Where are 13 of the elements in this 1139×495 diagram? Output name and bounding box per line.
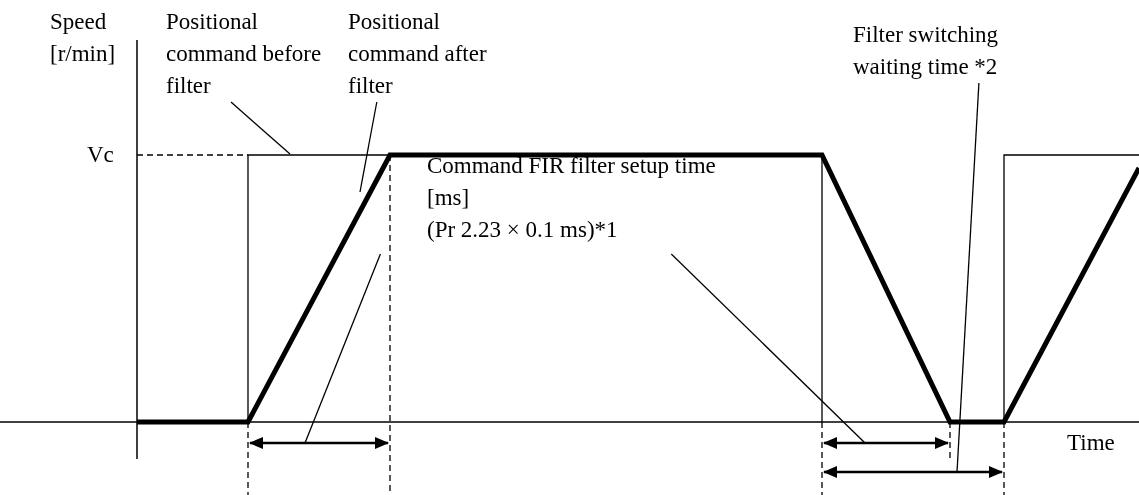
callout-text: (Pr 2.23 × 0.1 ms)*1 <box>427 216 619 244</box>
axis-label: Speed [r/min] <box>50 8 117 68</box>
axis-label: Time <box>1067 429 1116 457</box>
callout-text: Filter switching waiting time *2 <box>853 21 1000 81</box>
leader-line <box>670 253 866 444</box>
callout-text: Positional command before filter <box>166 8 323 100</box>
leader-line <box>359 101 378 193</box>
callout-text: Command FIR filter setup time [ms] <box>427 152 717 212</box>
leader-line <box>230 101 291 155</box>
axis-label: Vc <box>87 141 115 169</box>
leader-line <box>956 82 980 473</box>
callout-text: Positional command after filter <box>348 8 488 100</box>
leader-line <box>304 253 382 444</box>
